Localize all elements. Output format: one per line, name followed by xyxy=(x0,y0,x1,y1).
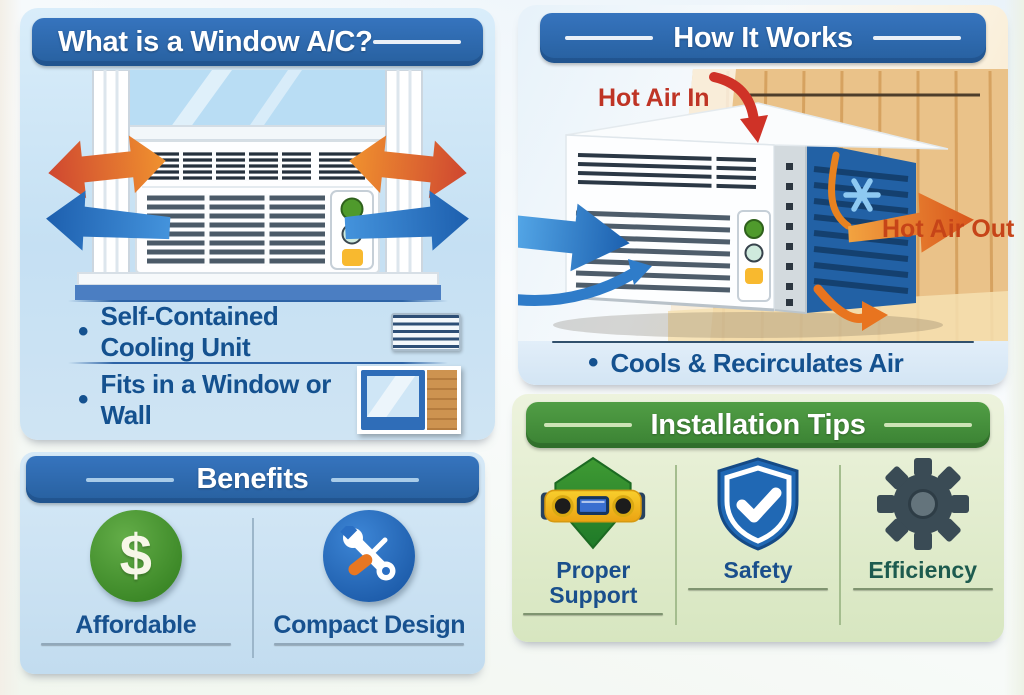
ac-cutaway-illustration xyxy=(518,69,1008,341)
snowflake-icon xyxy=(843,178,881,212)
tip-label: Efficiency xyxy=(868,557,977,583)
warm-air-arrow xyxy=(48,135,166,199)
installation-tips-banner: Installation Tips xyxy=(526,402,990,448)
banner-line-decoration xyxy=(872,36,961,40)
panel-how-it-works: How It Works xyxy=(518,5,1014,385)
ac-vent-icon xyxy=(391,313,461,351)
bullet-self-contained: • Self-Contained Cooling Unit xyxy=(20,301,495,362)
bullet-fits-window: • Fits in a Window or Wall xyxy=(20,366,495,434)
ac-front-face xyxy=(565,134,775,312)
bullet-dot: • xyxy=(588,346,599,379)
hot-air-out-small-arrow xyxy=(813,284,888,331)
banner-line-decoration xyxy=(86,477,175,482)
tip-label: Proper Support xyxy=(549,557,638,608)
banner-line-decoration xyxy=(565,36,654,40)
column-divider xyxy=(251,518,254,658)
hot-air-in-label: Hot Air In xyxy=(598,84,710,112)
window-wall-icon xyxy=(357,366,461,434)
tip-label: Safety xyxy=(723,557,793,583)
bullet-text: Self-Contained Cooling Unit xyxy=(100,301,279,362)
label-underline xyxy=(852,587,993,590)
bullet-text: Fits in a Window or Wall xyxy=(100,369,332,430)
dollar-glyph: $ xyxy=(119,523,152,588)
how-it-works-title: How It Works xyxy=(673,21,853,54)
banner-line-decoration xyxy=(372,40,461,44)
label-underline xyxy=(523,612,664,615)
panel-what-is-window-ac: What is a Window A/C? xyxy=(20,8,495,440)
column-divider xyxy=(674,465,677,625)
tip-efficiency: Efficiency xyxy=(841,456,1004,634)
benefit-label: Compact Design xyxy=(273,611,466,639)
panel-benefits: Benefits $ Affordable xyxy=(20,452,485,674)
bullet-dot: • xyxy=(78,315,89,348)
wrench-screwdriver-icon xyxy=(323,510,416,602)
mini-wall xyxy=(427,370,457,430)
control-button xyxy=(342,249,363,266)
gear-icon xyxy=(876,458,969,550)
tip-proper-support: Proper Support xyxy=(512,456,675,634)
installation-tips-title: Installation Tips xyxy=(650,408,866,441)
tip-safety: Safety xyxy=(677,456,840,634)
divider-line xyxy=(552,341,974,343)
label-underline xyxy=(40,643,231,646)
mini-window xyxy=(361,370,425,430)
benefits-title: Benefits xyxy=(196,463,309,495)
window-ac-illustration xyxy=(46,70,471,300)
shield-check-icon xyxy=(717,457,799,551)
panel-installation-tips: Installation Tips xyxy=(512,394,1004,642)
cool-air-in-arrow xyxy=(518,203,630,272)
tools-glyph xyxy=(340,526,396,581)
hot-air-in-arrow xyxy=(709,72,768,143)
ac-side-frame xyxy=(773,139,807,315)
airflow-arrows-left xyxy=(46,135,171,251)
benefit-affordable: $ Affordable xyxy=(20,510,252,666)
column-divider xyxy=(839,465,842,625)
banner-line-decoration xyxy=(883,423,972,427)
banner-line-decoration xyxy=(544,423,633,427)
how-it-works-bullet-strip: • Cools & Recirculates Air xyxy=(518,341,1008,385)
ac-unit-front xyxy=(135,140,380,274)
benefits-banner: Benefits xyxy=(26,456,479,503)
cool-air-swoosh xyxy=(518,259,652,306)
cool-air-arrow xyxy=(46,190,171,251)
hot-air-out-label: Hot Air Out xyxy=(882,215,1015,243)
installation-tips-items: Proper Support Safety xyxy=(512,456,1004,634)
what-is-banner: What is a Window A/C? xyxy=(32,18,483,66)
benefits-items: $ Affordable C xyxy=(20,510,485,666)
window-glass xyxy=(120,70,395,128)
hot-air-out-arrow xyxy=(848,192,974,253)
what-is-title: What is a Window A/C? xyxy=(58,25,373,58)
label-underline xyxy=(688,587,828,590)
how-it-works-banner: How It Works xyxy=(540,13,986,63)
level-icon xyxy=(541,456,646,550)
benefit-label: Affordable xyxy=(75,611,197,639)
divider-line xyxy=(67,362,448,364)
divider-line xyxy=(67,300,448,302)
dollar-icon: $ xyxy=(89,510,182,602)
bullet-dot: • xyxy=(78,383,89,416)
bullet-text: Cools & Recirculates Air xyxy=(610,347,904,378)
banner-line-decoration xyxy=(330,477,419,482)
benefit-compact-design: Compact Design xyxy=(254,510,486,666)
label-underline xyxy=(274,643,465,646)
refrigerant-flow xyxy=(828,151,852,230)
